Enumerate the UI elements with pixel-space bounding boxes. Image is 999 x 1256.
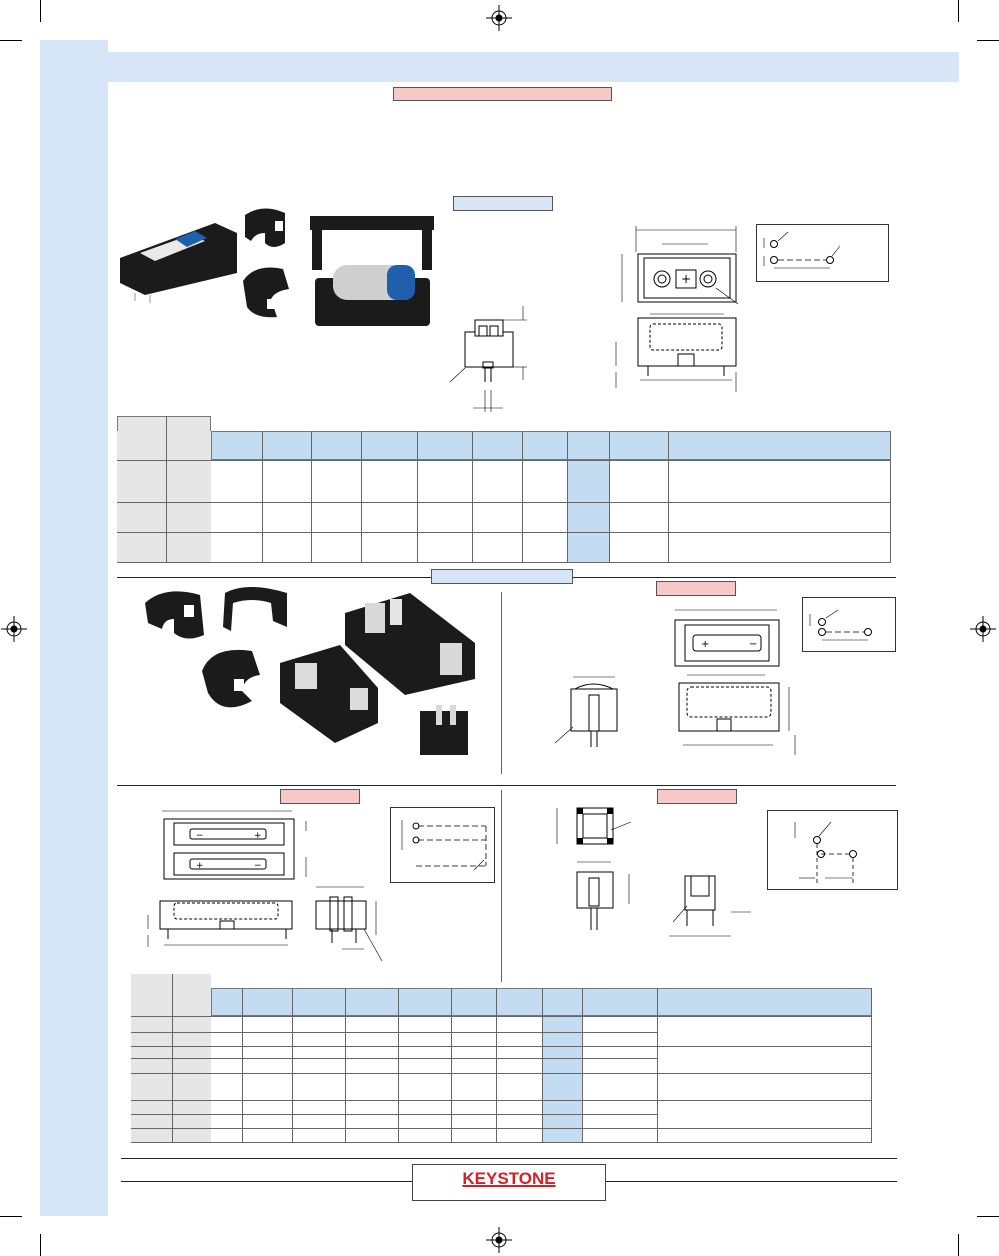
table-divider xyxy=(292,988,293,1142)
table-divider xyxy=(131,1058,657,1059)
dimension-drawing: + − xyxy=(554,609,796,755)
part-number-tag xyxy=(657,789,737,804)
crop-mark-icon xyxy=(958,1234,959,1256)
crop-mark-icon xyxy=(977,40,999,41)
table-divider xyxy=(131,1142,872,1143)
part-number-tag xyxy=(656,581,736,596)
section-divider xyxy=(117,785,896,786)
section-divider xyxy=(501,790,502,982)
section-title-bar xyxy=(393,87,612,101)
schematic-symbol xyxy=(763,231,841,269)
footer-rule xyxy=(121,1158,897,1159)
table-divider xyxy=(668,431,669,562)
section-divider xyxy=(501,592,502,774)
table-divider xyxy=(117,562,891,563)
registration-mark-icon xyxy=(486,1227,512,1253)
subsection-label xyxy=(431,569,573,584)
table-divider xyxy=(131,1016,872,1017)
schematic-symbol xyxy=(802,597,896,652)
table-divider xyxy=(131,1100,872,1101)
schematic-symbol xyxy=(401,820,487,871)
table-divider xyxy=(242,988,243,1142)
dimension-drawing xyxy=(449,306,527,412)
svg-text:+: + xyxy=(254,831,262,841)
table-divider xyxy=(451,988,452,1142)
table-divider xyxy=(117,460,891,461)
subsection-label xyxy=(453,196,553,211)
crop-mark-icon xyxy=(958,0,959,22)
registration-mark-icon xyxy=(1,616,27,642)
table-divider xyxy=(657,988,658,1142)
registration-mark-icon xyxy=(486,5,512,31)
table-divider xyxy=(582,988,583,1142)
table-divider xyxy=(398,988,399,1142)
table-divider xyxy=(131,1032,657,1033)
table-divider xyxy=(131,1046,872,1047)
table-divider xyxy=(542,988,543,1142)
schematic-symbol xyxy=(756,224,889,282)
schematic-symbol xyxy=(794,821,857,884)
dimension-drawing xyxy=(556,807,751,937)
footer-rule xyxy=(606,1181,897,1182)
table-divider xyxy=(262,431,263,562)
schematic-symbol xyxy=(767,810,898,890)
part-number-tag xyxy=(280,789,360,804)
battery-holder-photo xyxy=(120,208,434,326)
table-divider xyxy=(166,416,167,562)
table-divider xyxy=(609,431,610,562)
table-divider xyxy=(131,1073,872,1074)
table-divider xyxy=(131,1128,872,1129)
keystone-logo: KEYSTONE xyxy=(462,1169,556,1188)
dimension-drawing: + xyxy=(615,226,739,392)
dimension-drawing: − + + − xyxy=(147,810,383,962)
table-divider xyxy=(417,431,418,562)
table-row-header-block xyxy=(117,416,211,562)
table-header-row xyxy=(211,431,891,460)
crop-mark-icon xyxy=(0,1216,22,1217)
table-divider xyxy=(871,988,872,1142)
footer-rule xyxy=(121,1181,412,1182)
battery-holder-photo xyxy=(145,587,475,755)
svg-text:+: + xyxy=(701,639,709,650)
table-divider xyxy=(117,502,891,503)
schematic-symbol xyxy=(390,807,495,883)
crop-mark-icon xyxy=(40,0,41,22)
footer-logo-box: KEYSTONE xyxy=(412,1164,606,1201)
page-sidebar xyxy=(40,40,108,1216)
table-header-row xyxy=(211,988,872,1016)
svg-text:−: − xyxy=(749,639,757,650)
table-divider xyxy=(472,431,473,562)
crop-mark-icon xyxy=(977,1216,999,1217)
table-divider xyxy=(117,532,891,533)
schematic-symbol xyxy=(809,609,872,641)
table-highlight-column xyxy=(542,1016,582,1142)
table-divider xyxy=(131,1114,657,1115)
crop-mark-icon xyxy=(40,1234,41,1256)
page-header-band xyxy=(108,52,959,82)
table-divider xyxy=(890,431,891,562)
table-divider xyxy=(311,431,312,562)
table-divider xyxy=(522,431,523,562)
svg-text:−: − xyxy=(254,861,262,871)
crop-mark-icon xyxy=(0,40,22,41)
table-divider xyxy=(496,988,497,1142)
table-divider xyxy=(567,431,568,562)
table-divider xyxy=(361,431,362,562)
registration-mark-icon xyxy=(970,616,996,642)
table-corner xyxy=(117,416,211,431)
svg-text:−: − xyxy=(196,831,204,841)
table-divider xyxy=(345,988,346,1142)
table-highlight-column xyxy=(567,460,609,562)
svg-text:+: + xyxy=(196,861,204,871)
svg-text:+: + xyxy=(681,272,691,286)
